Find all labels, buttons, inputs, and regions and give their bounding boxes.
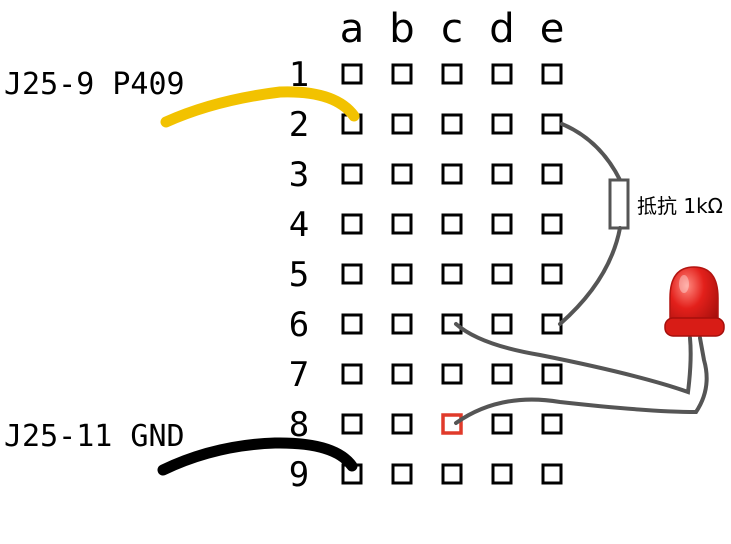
led-highlight <box>679 275 689 293</box>
column-label-d: d <box>489 6 514 52</box>
hole-e5 <box>541 263 563 285</box>
hole-c4 <box>441 213 463 235</box>
led-lead-to-c6 <box>454 322 693 395</box>
hole-e4 <box>541 213 563 235</box>
led-lead-to-c8 <box>454 336 709 425</box>
row-label-8: 8 <box>289 405 309 445</box>
hole-b6 <box>391 313 413 335</box>
hole-e7 <box>541 363 563 385</box>
row-label-5: 5 <box>289 255 309 295</box>
hole-e1 <box>541 63 563 85</box>
hole-c1 <box>441 63 463 85</box>
resistor-lead-bottom <box>558 226 622 326</box>
signal-wire: J25-9 P409 <box>4 67 360 128</box>
hole-d8 <box>491 413 513 435</box>
hole-c6 <box>441 313 463 335</box>
row-label-4: 4 <box>289 205 309 245</box>
hole-d5 <box>491 263 513 285</box>
hole-c3 <box>441 163 463 185</box>
hole-a8 <box>341 413 363 435</box>
hole-e9 <box>541 463 563 485</box>
row-label-7: 7 <box>289 355 309 395</box>
hole-a6 <box>341 313 363 335</box>
column-label-b: b <box>389 6 414 52</box>
column-label-e: e <box>540 6 565 52</box>
row-label-1: 1 <box>289 55 309 95</box>
resistor-label: 抵抗 1kΩ <box>637 194 723 218</box>
hole-e3 <box>541 163 563 185</box>
led-dome <box>669 266 719 331</box>
row-label-6: 6 <box>289 305 309 345</box>
hole-d6 <box>491 313 513 335</box>
ground-wire-line <box>157 437 358 476</box>
row-labels: 1 2 3 4 5 6 7 8 9 <box>289 55 309 495</box>
row-label-2: 2 <box>289 105 309 145</box>
hole-b8 <box>391 413 413 435</box>
hole-c8 <box>441 413 463 435</box>
led-rim <box>664 317 725 337</box>
resistor-lead-top <box>560 122 622 182</box>
hole-a1 <box>341 63 363 85</box>
hole-d2 <box>491 113 513 135</box>
led-leads <box>454 322 709 425</box>
hole-b9 <box>391 463 413 485</box>
hole-c5 <box>441 263 463 285</box>
hole-b1 <box>391 63 413 85</box>
hole-d1 <box>491 63 513 85</box>
hole-e8 <box>541 413 563 435</box>
hole-a7 <box>341 363 363 385</box>
hole-b3 <box>391 163 413 185</box>
led <box>664 266 725 337</box>
hole-c7 <box>441 363 463 385</box>
hole-a3 <box>341 163 363 185</box>
hole-b7 <box>391 363 413 385</box>
column-label-c: c <box>441 6 463 52</box>
hole-b2 <box>391 113 413 135</box>
ground-wire: J25-11 GND <box>4 419 358 476</box>
resistor-body <box>608 178 630 230</box>
hole-d3 <box>491 163 513 185</box>
hole-c9 <box>441 463 463 485</box>
hole-e2 <box>541 113 563 135</box>
hole-b4 <box>391 213 413 235</box>
hole-b5 <box>391 263 413 285</box>
resistor: 抵抗 1kΩ <box>558 122 723 326</box>
hole-c2 <box>441 113 463 135</box>
hole-d4 <box>491 213 513 235</box>
signal-wire-line <box>160 86 360 128</box>
breadboard-holes <box>341 63 563 485</box>
hole-a4 <box>341 213 363 235</box>
hole-a5 <box>341 263 363 285</box>
column-label-a: a <box>340 6 365 52</box>
row-label-3: 3 <box>289 155 309 195</box>
hole-d7 <box>491 363 513 385</box>
row-label-9: 9 <box>289 455 309 495</box>
signal-wire-label: J25-9 P409 <box>4 67 185 102</box>
hole-d9 <box>491 463 513 485</box>
ground-wire-label: J25-11 GND <box>4 419 185 454</box>
column-labels: a b c d e <box>340 6 565 52</box>
